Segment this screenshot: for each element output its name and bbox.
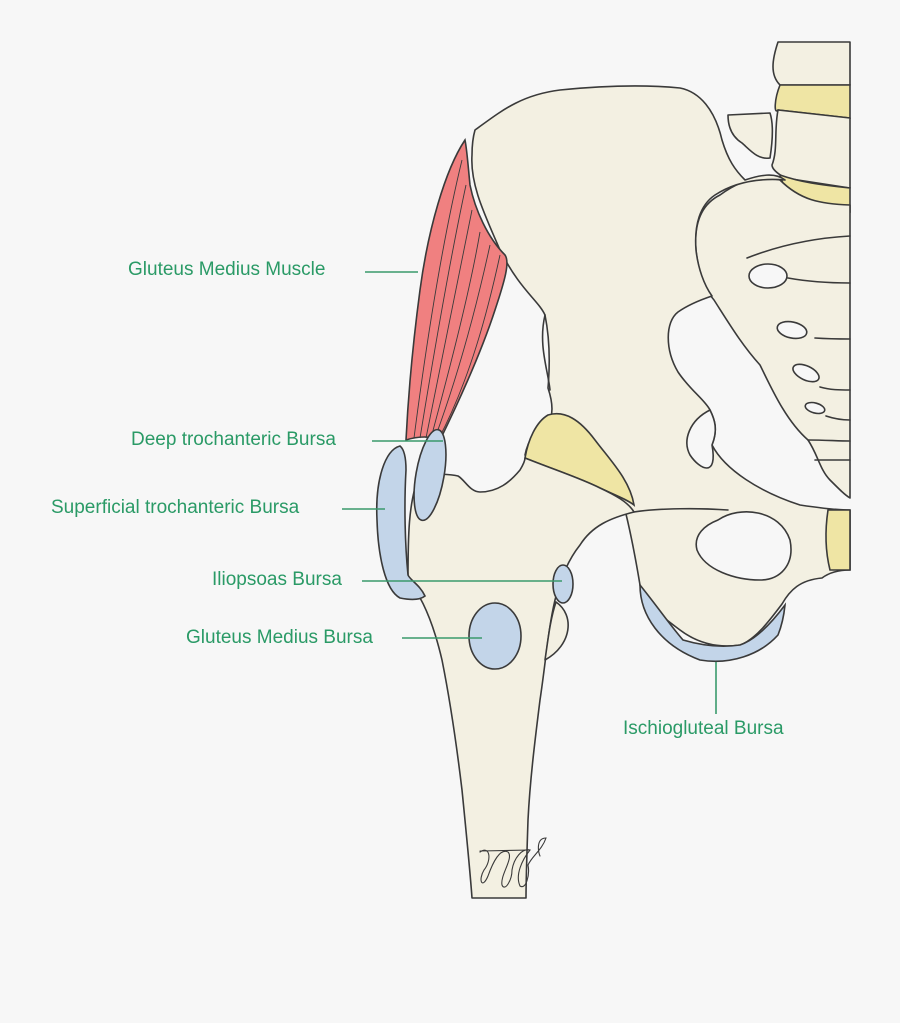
bursae — [375, 428, 787, 670]
gluteus-medius-bursa-shape — [468, 602, 522, 670]
sacral-foramen — [748, 263, 788, 289]
transverse-process — [727, 112, 774, 160]
label-ischiogluteal-bursa: Ischiogluteal Bursa — [623, 718, 784, 739]
acetabular-cartilage — [524, 413, 636, 507]
leader-lines — [342, 271, 717, 714]
label-superficial-trochanteric-bursa: Superficial trochanteric Bursa — [51, 497, 300, 518]
superficial-trochanteric-bursa-shape — [375, 445, 426, 601]
label-gluteus-medius-muscle: Gluteus Medius Muscle — [128, 259, 326, 280]
pelvis — [471, 85, 851, 647]
deep-trochanteric-bursa-shape — [413, 428, 447, 522]
femur — [407, 457, 635, 899]
label-gluteus-medius-bursa: Gluteus Medius Bursa — [186, 627, 373, 648]
iliopsoas-bursa-shape — [552, 564, 574, 604]
label-iliopsoas-bursa: Iliopsoas Bursa — [212, 569, 342, 590]
ischiogluteal-bursa-shape — [639, 582, 787, 663]
lesser-trochanter — [544, 601, 569, 661]
obturator-foramen — [695, 511, 792, 581]
pubic-symphysis — [825, 509, 851, 571]
lumbar-vertebrae — [727, 41, 851, 213]
artist-signature — [479, 837, 547, 888]
gluteus-medius-muscle — [405, 137, 508, 442]
sacrum — [694, 177, 851, 499]
label-deep-trochanteric-bursa: Deep trochanteric Bursa — [131, 429, 336, 450]
